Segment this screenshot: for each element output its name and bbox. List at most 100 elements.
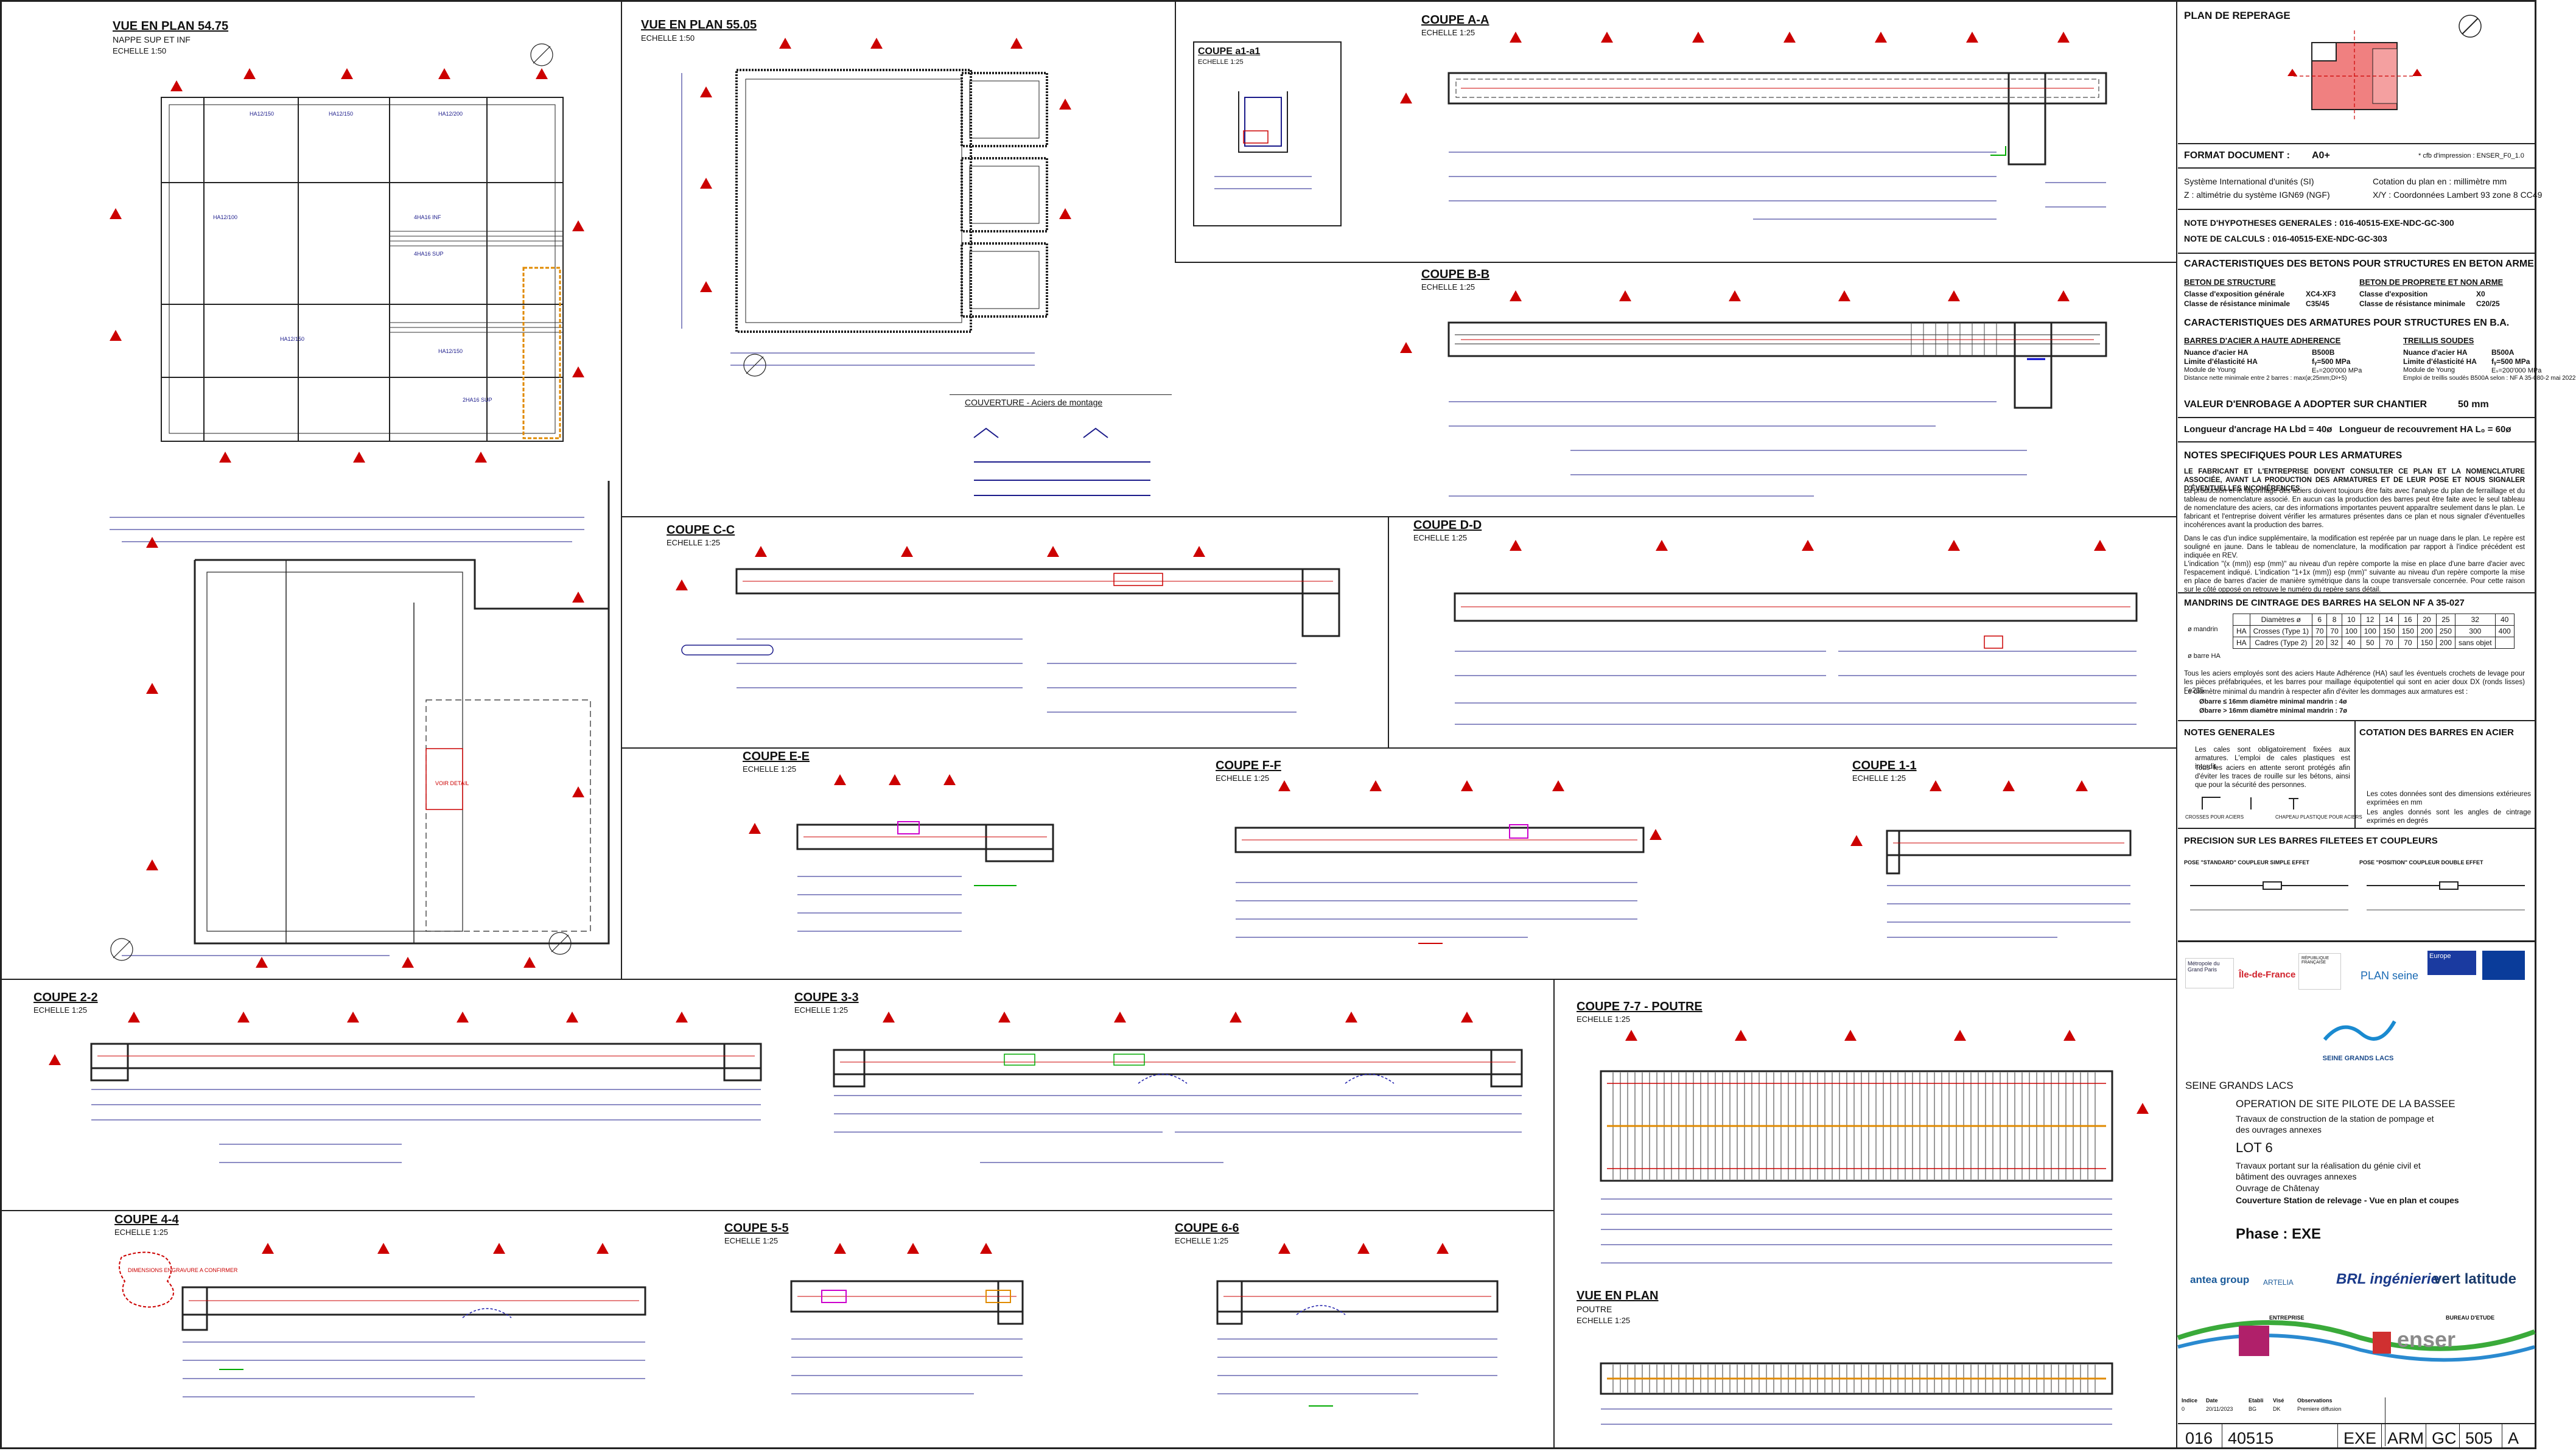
mandrins-cell: 200 <box>2417 625 2437 637</box>
view-title-coupe-a1: COUPE a1-a1 <box>1198 46 1261 57</box>
coupe-ee-drawing <box>749 774 1054 932</box>
mandrins-cell: 200 <box>2435 637 2455 649</box>
view-title-coupe-77: COUPE 7-7 - POUTRE <box>1577 1000 1703 1013</box>
enrobage-value: 50 mm <box>2458 399 2489 410</box>
coupe-bb-drawing <box>1400 290 2107 497</box>
beton-proprete: BETON DE PROPRETE ET NON ARME <box>2359 278 2504 287</box>
view-title-coupe-dd: COUPE D-D <box>1413 519 1482 532</box>
bullet-2: Øbarre > 16mm diamètre minimal mandrin :… <box>2199 707 2347 715</box>
logo-vert-latitude: vert latitude <box>2434 1271 2517 1287</box>
para-6: Le diamètre minimal du mandrin à respect… <box>2184 688 2468 696</box>
precision-title: PRECISION SUR LES BARRES FILETEES ET COU… <box>2184 836 2438 846</box>
note-calculs: NOTE DE CALCULS : 016-40515-EXE-NDC-GC-3… <box>2184 234 2387 243</box>
revision-cell: BG <box>2249 1406 2257 1412</box>
pose-position: POSE "POSITION" COUPLEUR DOUBLE EFFET <box>2359 859 2483 865</box>
coupe-22-drawing <box>49 1012 762 1163</box>
mandrins-cell: 14 <box>2379 614 2399 626</box>
mandrins-cell: 250 <box>2435 625 2455 637</box>
si-text: Système International d'unités (SI) <box>2184 177 2314 186</box>
svg-text:4HA16 INF: 4HA16 INF <box>414 214 441 220</box>
limite-value: fᵧ=500 MPa <box>2312 357 2351 366</box>
divider-h1 <box>1175 262 2176 263</box>
format-value: A0+ <box>2312 150 2330 161</box>
limite-label: Limite d'élasticité HA <box>2184 357 2258 366</box>
expo-value: XC4-XF3 <box>2306 290 2336 298</box>
coupe-55-drawing <box>790 1243 1024 1394</box>
logo-metropole: Métropole du Grand Paris <box>2185 958 2234 988</box>
mandrins-cell: 70 <box>2312 625 2328 637</box>
mandrins-cell: 100 <box>2360 625 2380 637</box>
cotation-barres-title: COTATION DES BARRES EN ACIER <box>2359 727 2514 738</box>
panel-rule-3 <box>2178 209 2535 210</box>
revision-cell: 0 <box>2182 1406 2185 1412</box>
view-scale-coupe-aa: ECHELLE 1:25 <box>1421 28 1475 37</box>
view-title-coupe-cc: COUPE C-C <box>667 523 735 537</box>
revision-head-cell: Indice <box>2182 1397 2198 1404</box>
coupe-11-drawing <box>1850 780 2132 938</box>
travaux-1: Travaux de construction de la station de… <box>2236 1113 2437 1135</box>
format-label: FORMAT DOCUMENT : <box>2184 150 2290 161</box>
crosses-caption: CROSSES POUR ACIERS <box>2185 814 2244 820</box>
nuance-label: Nuance d'acier HA <box>2184 348 2249 357</box>
notes-generales-2: Tous les aciers en attente seront protég… <box>2195 764 2350 789</box>
mandrins-cell: 70 <box>2326 625 2342 637</box>
module2-value: Eₛ=200'000 MPa <box>2491 367 2542 374</box>
notes-generales-title: NOTES GENERALES <box>2184 727 2275 738</box>
logo-enser-mark <box>2373 1332 2391 1354</box>
travaux-1-text: Travaux de construction de la station de… <box>2236 1114 2434 1135</box>
view-title-plan-poutre: VUE EN PLAN <box>1577 1289 1659 1302</box>
metropole-label: Métropole du Grand Paris <box>2188 960 2220 973</box>
coupe-77-drawing <box>1600 1030 2149 1264</box>
expo2-value: X0 <box>2476 290 2485 298</box>
altimetrie-text: Z : altimétrie du système IGN69 (NGF) <box>2184 190 2330 200</box>
panel-rule-2 <box>2178 167 2535 169</box>
mandrins-cell-label: Cadres (Type 2) <box>2249 637 2313 649</box>
logo-eu-flag <box>2482 951 2525 980</box>
title-block: Métropole du Grand Paris Île-de-France R… <box>2177 940 2536 1451</box>
view-scale-coupe-a1: ECHELLE 1:25 <box>1198 58 1244 66</box>
revision-head-cell: Visé <box>2273 1397 2284 1404</box>
mandrins-cell: 100 <box>2341 625 2361 637</box>
plastic-caption: CHAPEAU PLASTIQUE POUR ACIERS <box>2275 814 2362 820</box>
carac-betons-title: CARACTERISTIQUES DES BETONS POUR STRUCTU… <box>2184 259 2534 269</box>
view-title-coupe-ff: COUPE F-F <box>1216 759 1281 772</box>
view-scale-coupe-ff: ECHELLE 1:25 <box>1216 774 1270 783</box>
logo-sgl: SEINE GRANDS LACS <box>2322 1015 2396 1070</box>
res2-value: C20/25 <box>2476 299 2500 308</box>
entreprise-label: ENTREPRISE <box>2269 1315 2305 1321</box>
view-scale-plan-5475: ECHELLE 1:50 <box>113 46 167 55</box>
coupe-44-drawing: DIMENSIONS ENGRAVURE A CONFIRMER <box>119 1243 646 1397</box>
view-scale-coupe-11: ECHELLE 1:25 <box>1852 774 1906 783</box>
code-505: 505 <box>2465 1429 2493 1447</box>
mandrins-cell: 70 <box>2398 637 2418 649</box>
panel-rule-6 <box>2178 441 2535 442</box>
module-label: Module de Young <box>2184 366 2236 374</box>
cotation-barres-1: Les cotes données sont des dimensions ex… <box>2367 791 2531 806</box>
limite2-value: fᵧ=500 MPa <box>2491 357 2530 366</box>
module2-label: Module de Young <box>2403 366 2455 374</box>
carac-armatures-title: CARACTERISTIQUES DES ARMATURES POUR STRU… <box>2184 318 2510 328</box>
cotation-barres-2: Les angles donnés sont les angles de cin… <box>2367 809 2531 825</box>
coupe-ff-drawing <box>1234 780 1662 944</box>
code-sep-2 <box>2337 1424 2338 1447</box>
view-scale-coupe-ee: ECHELLE 1:25 <box>743 764 797 774</box>
view-subtitle-plan-poutre: POUTRE <box>1577 1304 1612 1314</box>
mandrin-label: ø mandrin <box>2188 626 2218 633</box>
mandrins-cell: 40 <box>2494 614 2515 626</box>
mandrins-cell: 150 <box>2379 625 2399 637</box>
panel-rule-8 <box>2178 720 2535 721</box>
code-exe: EXE <box>2343 1429 2377 1447</box>
operation-title: OPERATION DE SITE PILOTE DE LA BASSEE <box>2236 1098 2455 1110</box>
view-title-coupe-aa: COUPE A-A <box>1421 13 1489 27</box>
coupe-cc-drawing <box>676 546 1340 713</box>
plan-5475-lower-drawing: VOIR DETAIL <box>110 481 610 968</box>
mandrins-cell <box>2494 637 2515 649</box>
mandrins-cell: 70 <box>2379 637 2399 649</box>
mandrins-cell: 20 <box>2417 614 2437 626</box>
sgl-title: SEINE GRANDS LACS <box>2185 1080 2294 1091</box>
impression-note: * cfb d'impression : ENSER_F0_1.0 <box>2418 152 2524 159</box>
code-40515: 40515 <box>2228 1429 2274 1447</box>
svg-text:HA12/200: HA12/200 <box>438 111 463 117</box>
